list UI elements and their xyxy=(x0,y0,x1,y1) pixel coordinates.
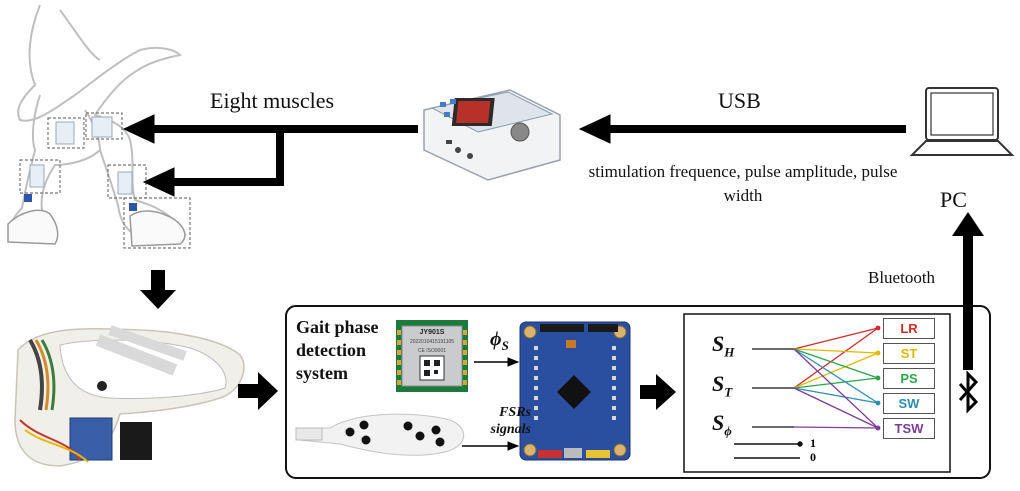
signal-sh-main: S xyxy=(712,331,725,356)
stimulation-params-label: stimulation frequence, pulse amplitude, … xyxy=(588,162,898,205)
connection-dot-tsw xyxy=(875,425,881,431)
connection-dot-st xyxy=(875,350,881,356)
signal-st-sub: T xyxy=(724,384,733,400)
usb-label: USB xyxy=(718,88,761,113)
phi-subscript: S xyxy=(501,338,509,353)
bluetooth-arrow xyxy=(952,212,984,370)
fsr-signals-label: FSRs signals xyxy=(490,405,531,437)
connection-lines xyxy=(793,325,881,431)
connection-line-lr-1 xyxy=(793,327,879,389)
connection-line-sw-1 xyxy=(793,387,879,404)
signal-sphi: Sϕ xyxy=(712,410,732,439)
connection-dot-ps xyxy=(875,375,881,381)
muscles-label: Eight muscles xyxy=(210,88,335,113)
shoe-to-system-arrow xyxy=(238,372,278,410)
binary-legend xyxy=(734,441,803,459)
signal-st: ST xyxy=(712,371,732,400)
phase-box-st: ST xyxy=(883,343,935,364)
imu-cert: CE ISO9001 xyxy=(418,348,446,354)
signal-sh: SH xyxy=(712,331,734,360)
system-panel xyxy=(285,305,991,479)
down-arrow xyxy=(140,270,176,309)
connection-line-st-0 xyxy=(793,348,879,354)
phase-box-ps: PS xyxy=(883,368,935,389)
stimulator-device xyxy=(423,89,561,181)
connection-line-tsw-1 xyxy=(793,387,879,429)
imu-code: 2022010415191105 xyxy=(410,339,454,345)
signal-sh-sub: H xyxy=(724,344,735,360)
signal-sphi-main: S xyxy=(712,410,725,435)
signal-arrows xyxy=(462,357,520,451)
connection-line-sw-0 xyxy=(793,348,879,404)
binary-one-label: 1 xyxy=(810,436,816,450)
binary-zero-label: 0 xyxy=(810,450,816,464)
bluetooth-icon xyxy=(958,370,979,414)
connection-line-ps-0 xyxy=(793,348,879,379)
microcontroller-board xyxy=(519,321,631,461)
phase-box-lr: LR xyxy=(883,318,935,339)
phi-symbol: ϕ xyxy=(490,328,502,350)
muscle-arrows xyxy=(122,114,418,197)
gait-system-label: Gait phase detection system xyxy=(296,317,379,383)
phase-box-sw: SW xyxy=(883,393,935,414)
usb-arrow xyxy=(578,114,906,144)
muscle-boxes xyxy=(19,112,191,249)
connection-dot-sw xyxy=(875,400,881,406)
signal-st-main: S xyxy=(712,371,725,396)
smart-shoe-photo xyxy=(14,325,245,467)
connection-line-st-1 xyxy=(793,352,879,389)
electrodes xyxy=(24,116,137,211)
connection-line-tsw-0 xyxy=(793,348,879,429)
connection-line-ps-1 xyxy=(793,377,879,389)
board-to-classifier-arrow xyxy=(640,374,676,410)
laptop-icon xyxy=(909,87,1015,156)
connection-dot-lr xyxy=(875,325,881,331)
connection-line-lr-0 xyxy=(793,327,879,350)
bluetooth-label: Bluetooth xyxy=(868,268,936,287)
pc-label: PC xyxy=(940,187,967,212)
connection-line-tsw-2 xyxy=(793,426,879,429)
phi-signal-label: ϕS xyxy=(490,328,509,354)
phase-box-tsw: TSW xyxy=(883,418,935,439)
signal-sphi-sub: ϕ xyxy=(724,423,732,439)
imu-sensor: JY901S 2022010415191105 CE ISO9001 xyxy=(396,320,468,392)
shoe-outline xyxy=(7,209,186,247)
input-lines xyxy=(752,348,794,428)
fsr-insole xyxy=(295,413,465,456)
imu-model: JY901S xyxy=(420,329,445,336)
